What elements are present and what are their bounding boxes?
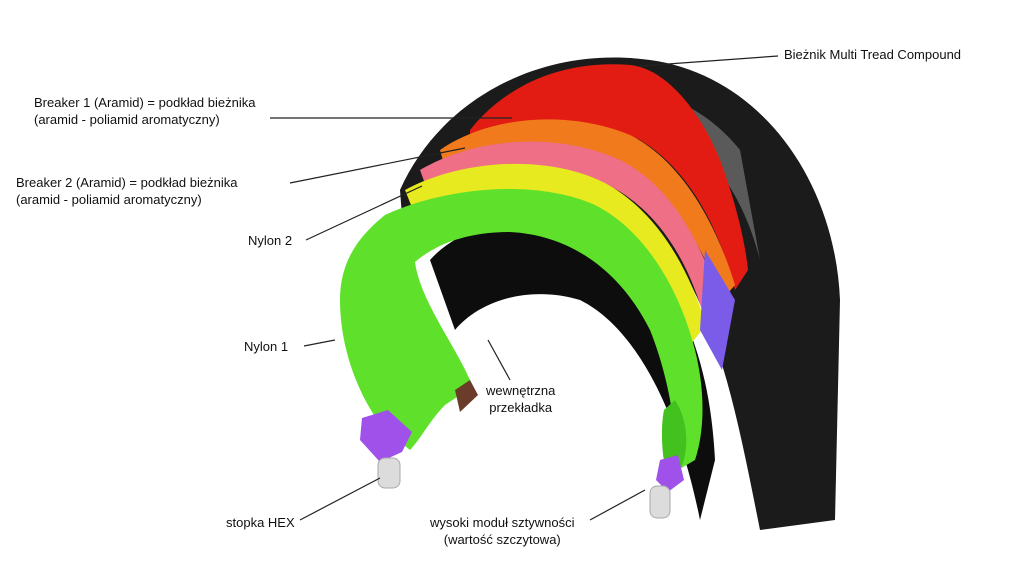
nylon2-layer bbox=[405, 163, 706, 345]
tread-leader bbox=[639, 55, 779, 67]
nylon2-label: Nylon 2 bbox=[248, 232, 292, 249]
left-bead-apex bbox=[360, 410, 412, 462]
nylon2-label-text: Nylon 2 bbox=[248, 233, 293, 248]
breaker2-leader bbox=[289, 147, 466, 184]
nylon1-label: Nylon 1 bbox=[244, 338, 288, 355]
nylon1-layer bbox=[340, 188, 703, 470]
inner-liner-patch bbox=[455, 380, 478, 412]
tread-label: Bieżnik Multi Tread Compound bbox=[784, 46, 961, 63]
inner-layer-label: wewnętrzna przekładka bbox=[486, 382, 555, 416]
tread-label-text: Bieżnik Multi Tread Compound bbox=[784, 47, 962, 62]
right-bead-apex bbox=[656, 455, 684, 492]
breaker1-label: Breaker 1 (Aramid) = podkład bieżnika (a… bbox=[34, 94, 255, 128]
breaker2-label: Breaker 2 (Aramid) = podkład bieżnika (a… bbox=[16, 174, 237, 208]
tread-groove bbox=[590, 90, 760, 260]
bead-label-text: stopka HEX bbox=[226, 515, 295, 530]
inner-leader bbox=[487, 339, 511, 381]
breaker2-label-line1: Breaker 2 (Aramid) = podkład bieżnika bbox=[16, 175, 238, 190]
bead-label: stopka HEX bbox=[226, 514, 295, 531]
inner-layer-label-line2: przekładka bbox=[489, 400, 553, 415]
breaker1-label-line1: Breaker 1 (Aramid) = podkład bieżnika bbox=[34, 95, 256, 110]
breaker1-label-line2: (aramid - poliamid aromatyczny) bbox=[34, 112, 220, 127]
bead-leader bbox=[299, 477, 381, 521]
right-bead-wire bbox=[649, 485, 671, 519]
breaker2-layer bbox=[420, 141, 720, 320]
purple-edge-strip bbox=[700, 250, 735, 370]
nylon1-label-text: Nylon 1 bbox=[244, 339, 289, 354]
stiffness-label: wysoki moduł sztywności (wartość szczyto… bbox=[430, 514, 575, 548]
left-bead-wire bbox=[377, 457, 401, 489]
stiffness-leader bbox=[589, 489, 646, 521]
nylon2-leader bbox=[305, 185, 423, 241]
stiffness-label-line1: wysoki moduł sztywności bbox=[430, 515, 575, 530]
breaker2-label-line2: (aramid - poliamid aromatyczny) bbox=[16, 192, 202, 207]
inner-layer-label-line1: wewnętrzna bbox=[486, 383, 556, 398]
nylon1-leader bbox=[303, 339, 336, 347]
stiffness-label-line2: (wartość szczytowa) bbox=[443, 532, 561, 547]
leader-lines bbox=[270, 55, 779, 521]
breaker1-layer bbox=[440, 119, 735, 300]
